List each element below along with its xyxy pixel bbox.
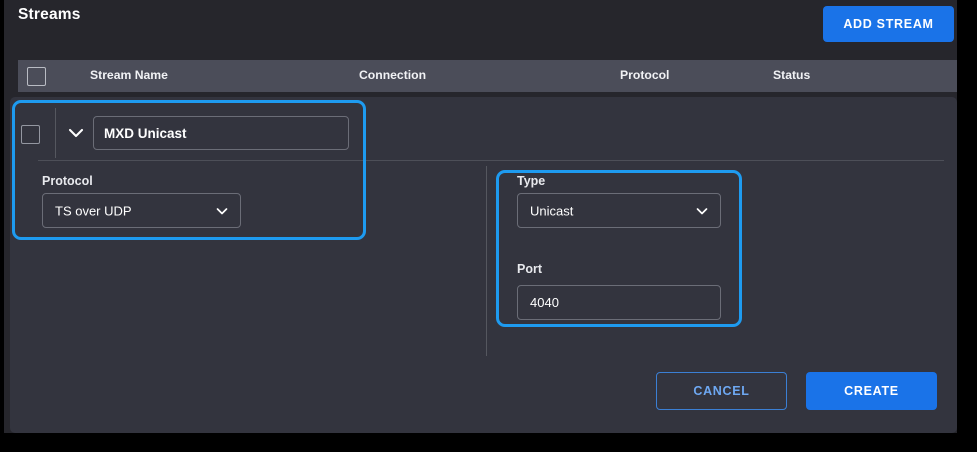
type-select[interactable]: Unicast [517,193,721,228]
chevron-down-icon [694,203,710,219]
column-divider [486,166,487,356]
protocol-select[interactable]: TS over UDP [42,193,241,228]
select-all-checkbox[interactable] [27,67,46,86]
table-header-row: Stream Name Connection Protocol Status [18,60,957,92]
protocol-label: Protocol [42,174,93,188]
stream-row-checkbox[interactable] [21,125,40,144]
section-divider [38,160,944,161]
column-header-connection: Connection [359,68,427,82]
stream-editor-card [10,97,957,433]
stream-name-input[interactable] [93,116,349,150]
type-label: Type [517,174,546,188]
add-stream-button[interactable]: ADD STREAM [823,6,954,42]
port-input[interactable] [517,285,721,320]
column-header-status: Status [773,68,811,82]
create-button[interactable]: CREATE [806,372,937,410]
type-select-value: Unicast [530,203,574,218]
protocol-select-value: TS over UDP [55,203,132,218]
chevron-down-icon[interactable] [64,122,88,144]
column-header-protocol: Protocol [620,68,670,82]
titlebar: Streams ADD STREAM [4,0,957,56]
streams-panel: Streams ADD STREAM Stream Name Connectio… [4,0,957,433]
cancel-button[interactable]: CANCEL [656,372,787,410]
row-divider [55,108,56,158]
port-label: Port [517,262,542,276]
chevron-down-icon [214,203,230,219]
page-title: Streams [18,6,81,23]
column-header-stream-name: Stream Name [90,68,168,82]
